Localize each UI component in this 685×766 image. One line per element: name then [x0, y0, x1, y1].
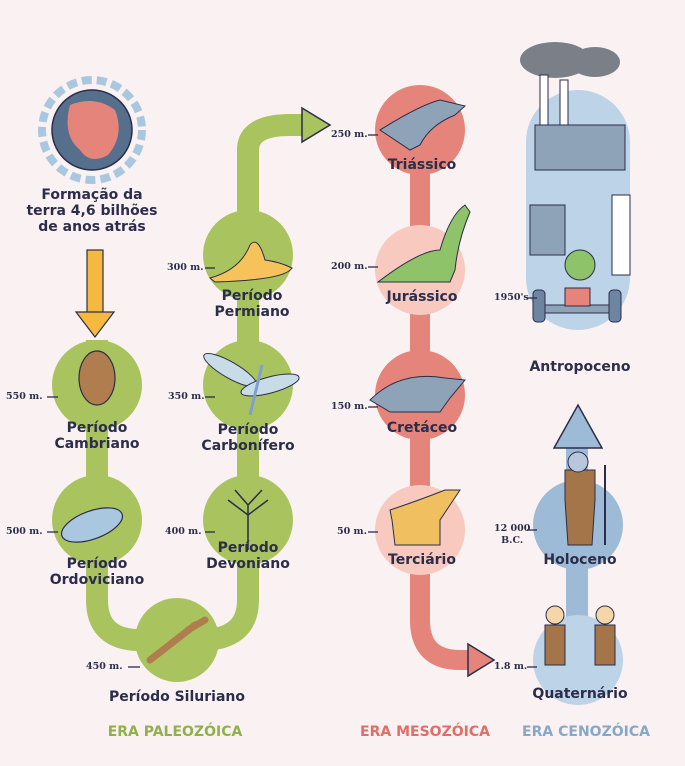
time-jurassico: 200 m. — [331, 261, 368, 272]
cenozoic-arrow-head — [552, 403, 604, 449]
scientists-icon — [529, 194, 631, 281]
time-siluriano: 450 m. — [86, 661, 123, 672]
mesozoic-path — [410, 130, 470, 670]
time-ordoviciano: 500 m. — [6, 526, 43, 537]
time-quaternario: 1.8 m. — [494, 661, 528, 672]
factory-icon — [520, 42, 626, 171]
time-cambriano: 550 m. — [6, 391, 43, 402]
period-holoceno: Holoceno — [543, 552, 617, 568]
period-antropoceno: Antropoceno — [529, 359, 631, 375]
period-siluriano: Período Siluriano — [109, 689, 245, 705]
period-cretaceo: Cretáceo — [386, 420, 458, 436]
time-cretaceo: 150 m. — [331, 401, 368, 412]
time-ticks — [47, 134, 537, 668]
paleozoic-path — [86, 114, 305, 651]
intro-arrow-head — [74, 311, 116, 338]
period-triassico: Triássico — [387, 157, 457, 173]
mesozoic-arrow-head — [467, 642, 496, 678]
time-devoniano: 400 m. — [165, 526, 202, 537]
period-terciario: Terciário — [388, 552, 456, 568]
hunter-icon — [564, 451, 606, 546]
cavemen-icon — [544, 605, 616, 666]
time-antropoceno: 1950's — [494, 292, 529, 303]
era-cenozoica-label: ERA CENOZÓICA — [522, 724, 650, 740]
era-paleozoica-label: ERA PALEOZÓICA — [107, 724, 243, 740]
time-carbonifero: 350 m. — [168, 391, 205, 402]
intro-arrow — [86, 249, 104, 316]
period-quaternario: Quaternário — [532, 686, 628, 702]
time-terciario: 50 m. — [337, 526, 367, 537]
paleozoic-arrow-head — [301, 106, 332, 144]
asteroid-ring — [38, 76, 146, 184]
era-mesozoica-label: ERA MESOZÓICA — [360, 724, 490, 740]
time-permiano: 300 m. — [167, 262, 204, 273]
time-triassico: 250 m. — [331, 129, 368, 140]
period-jurassico: Jurássico — [386, 289, 458, 305]
